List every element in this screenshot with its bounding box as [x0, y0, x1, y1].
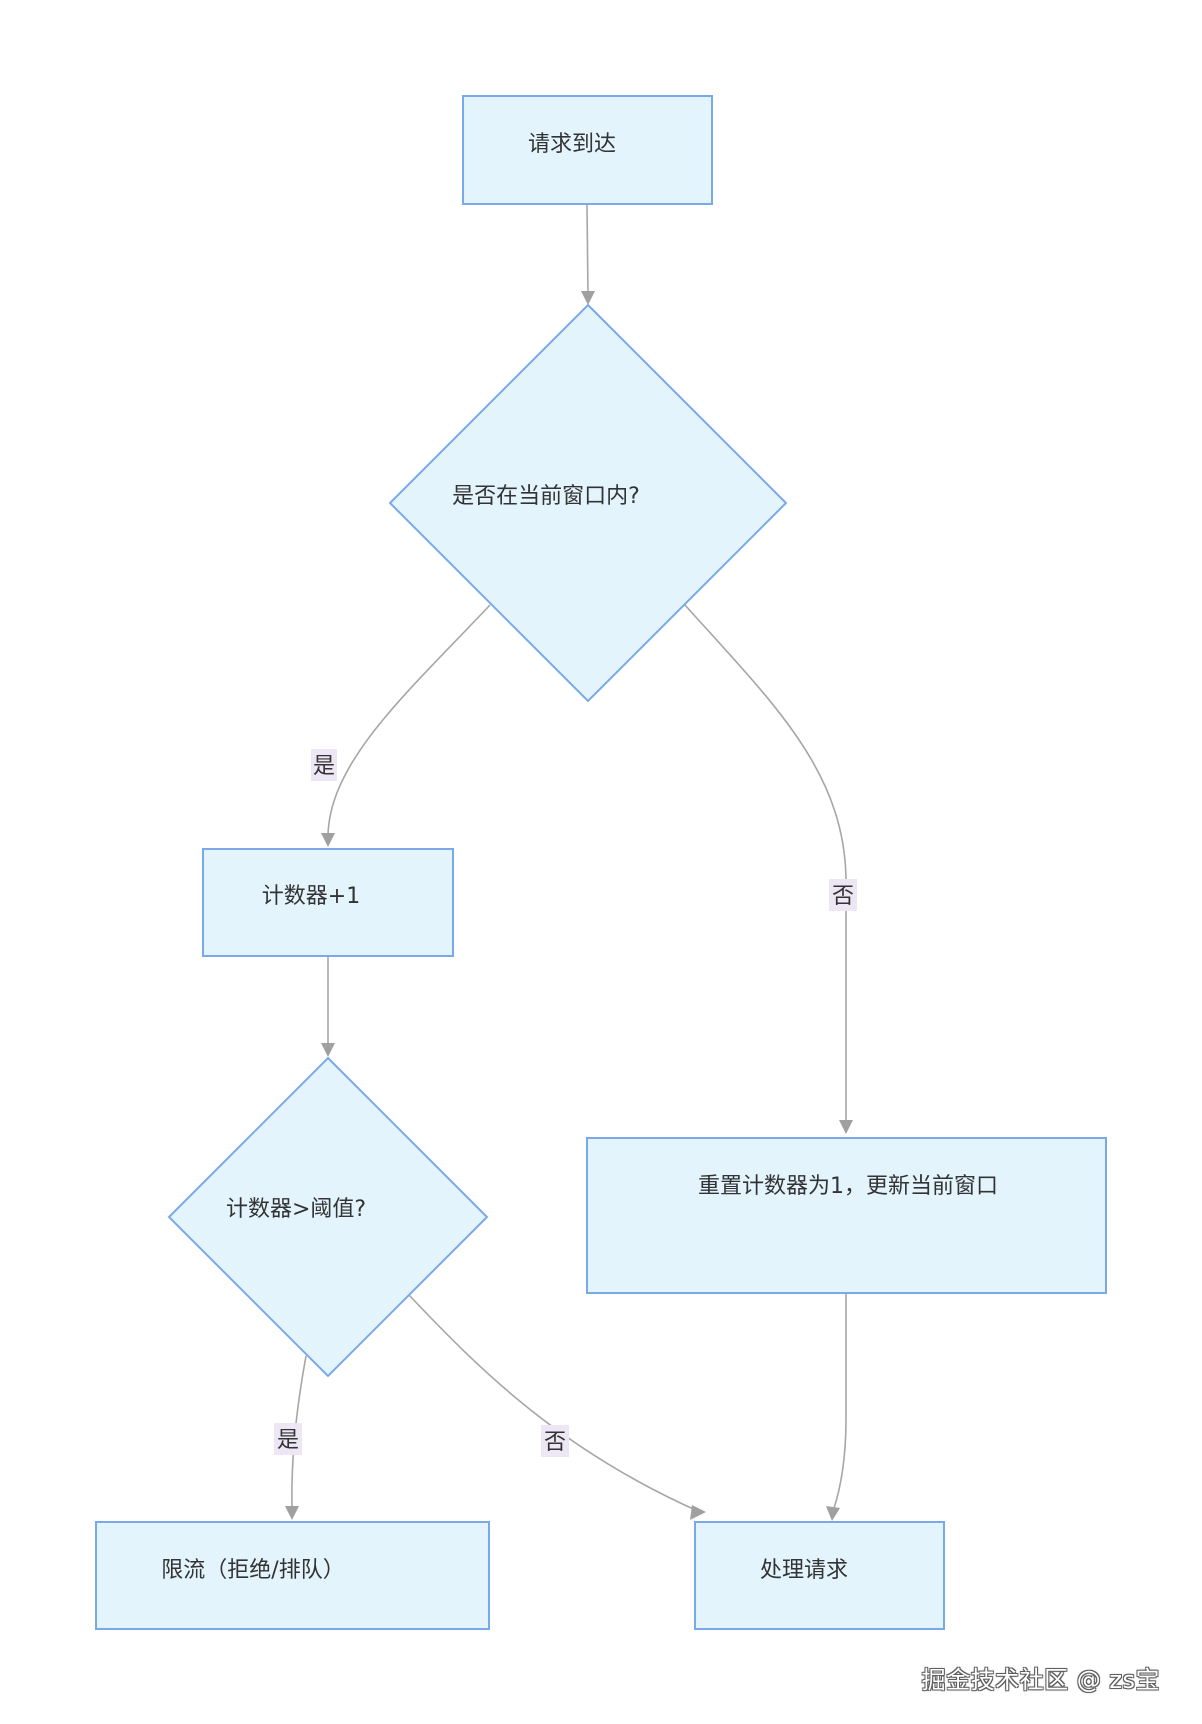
node-label: 请求到达	[528, 132, 616, 157]
node-in-current-window: 是否在当前窗口内?	[388, 303, 788, 703]
node-label: 处理请求	[760, 1558, 848, 1583]
node-label: 是否在当前窗口内?	[452, 484, 640, 509]
edge-labels: 是 否 是 否	[274, 749, 857, 1457]
node-counter-increment: 计数器+1	[202, 848, 454, 957]
edge-window-no	[684, 604, 847, 1120]
arrowhead	[826, 1506, 840, 1521]
node-handle-request: 处理请求	[694, 1521, 945, 1630]
edge-label-window-no: 否	[832, 884, 854, 909]
edge-label-bg	[311, 749, 337, 781]
arrowhead	[581, 291, 595, 305]
node-counter-over-threshold: 计数器>阈值?	[167, 1056, 489, 1378]
arrowhead	[285, 1506, 299, 1520]
arrowhead	[690, 1505, 706, 1520]
node-reset-counter: 重置计数器为1，更新当前窗口	[586, 1137, 1107, 1294]
arrowhead	[321, 833, 335, 847]
node-request-arrives: 请求到达	[462, 95, 713, 205]
node-label: 计数器>阈值?	[226, 1197, 366, 1222]
node-label: 重置计数器为1，更新当前窗口	[698, 1174, 998, 1199]
edge-label-bg	[541, 1425, 569, 1457]
edge-label-threshold-yes: 是	[277, 1428, 299, 1453]
edges	[285, 204, 853, 1521]
edge-label-bg	[274, 1423, 302, 1455]
edge-label-bg	[829, 879, 857, 911]
edge-label-threshold-no: 否	[544, 1430, 566, 1455]
node-rate-limit: 限流（拒绝/排队）	[95, 1521, 490, 1630]
edge-window-yes	[327, 604, 491, 836]
node-label: 限流（拒绝/排队）	[161, 1558, 344, 1583]
watermark: 掘金技术社区 @ zs宝	[921, 1666, 1160, 1694]
edge-request-to-window	[586, 204, 589, 296]
edge-reset-to-handle	[833, 1293, 847, 1509]
node-label: 计数器+1	[262, 884, 360, 909]
arrowhead	[839, 1120, 853, 1134]
edge-threshold-no	[407, 1293, 701, 1513]
edge-label-window-yes: 是	[313, 754, 335, 779]
arrowhead	[321, 1043, 335, 1057]
